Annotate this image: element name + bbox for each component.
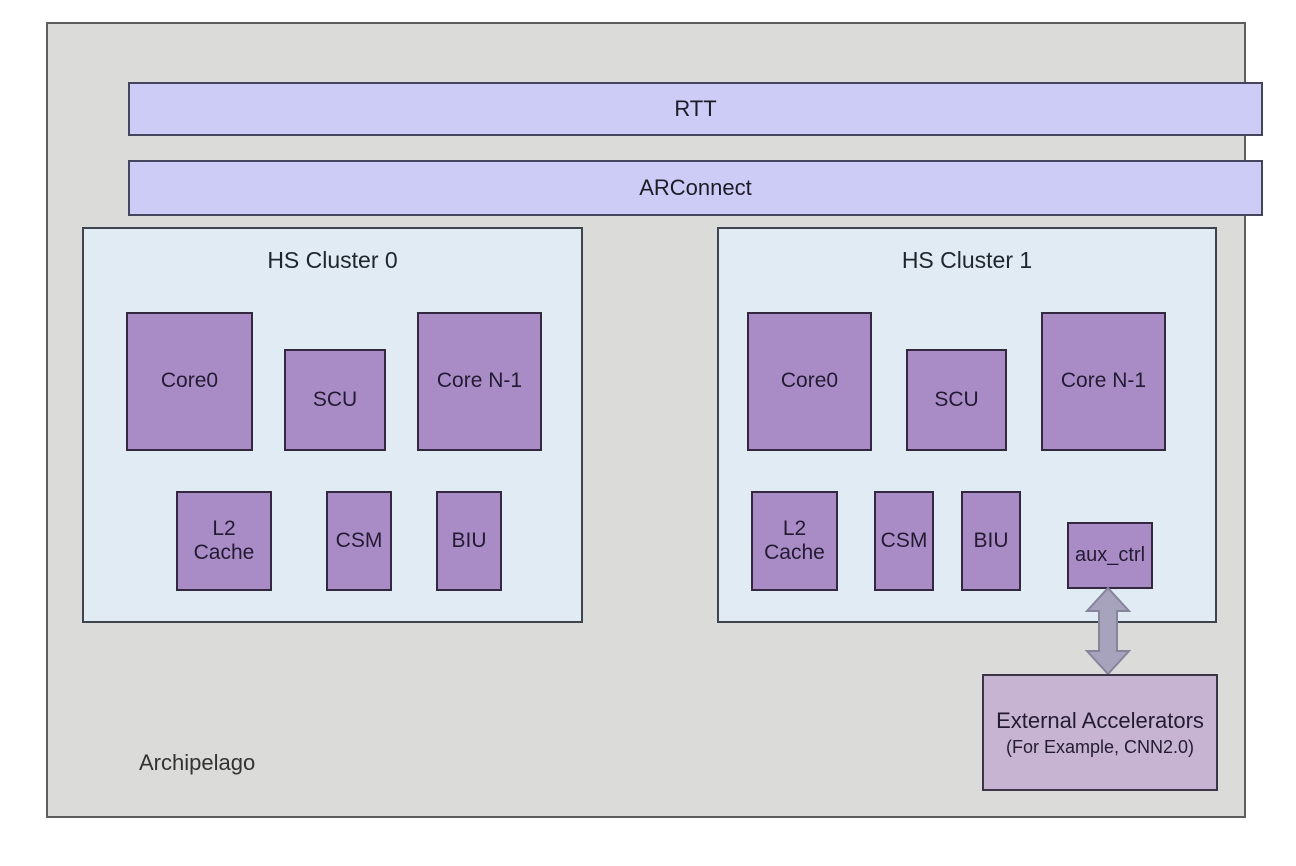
cluster0-biu-block: BIU [436, 491, 502, 591]
cluster1-l2-cache-block: L2 Cache [751, 491, 838, 591]
cluster0-csm-label: CSM [335, 528, 383, 552]
cluster0-scu-label: SCU [312, 387, 358, 411]
bidirectional-arrow-icon [1083, 586, 1133, 676]
cluster0-core-n-1-label: Core N-1 [436, 369, 523, 393]
cluster1-scu-block: SCU [906, 349, 1007, 451]
external-accelerators-title: External Accelerators [996, 707, 1204, 733]
rtt-bus: RTT [128, 82, 1263, 136]
cluster0-csm-block: CSM [326, 491, 392, 591]
hs-cluster-1-title: HS Cluster 1 [901, 247, 1033, 273]
cluster0-l2-cache-block: L2 Cache [176, 491, 272, 591]
l2-line2: Cache [764, 541, 825, 564]
arconnect-bus: ARConnect [128, 160, 1263, 216]
cluster1-biu-label: BIU [973, 528, 1009, 552]
arconnect-bus-label: ARConnect [639, 175, 752, 200]
cluster0-biu-label: BIU [451, 528, 487, 552]
cluster0-l2-cache-label: L2 Cache [194, 517, 255, 565]
cluster0-core-n-1-block: Core N-1 [417, 312, 542, 451]
hs-cluster-0-title: HS Cluster 0 [267, 247, 398, 273]
double-arrow-svg [1084, 586, 1132, 676]
cluster1-csm-label: CSM [880, 528, 928, 552]
rtt-bus-label: RTT [674, 96, 717, 121]
cluster0-core0-label: Core0 [160, 369, 219, 393]
cluster1-core-n-1-block: Core N-1 [1041, 312, 1166, 451]
external-accelerators-block: External Accelerators (For Example, CNN2… [982, 674, 1218, 791]
archipelago-label: Archipelago [139, 750, 256, 775]
cluster1-aux-ctrl-label: aux_ctrl [1074, 544, 1146, 566]
l2-line2: Cache [193, 541, 255, 564]
external-accelerators-subtitle: (For Example, CNN2.0) [1005, 736, 1195, 757]
hs-cluster-0: HS Cluster 0 Core0 SCU Core N-1 L2 Cache… [82, 227, 583, 623]
cluster1-core-n-1-label: Core N-1 [1060, 369, 1147, 393]
cluster1-biu-block: BIU [961, 491, 1021, 591]
cluster0-scu-block: SCU [284, 349, 386, 451]
cluster1-csm-block: CSM [874, 491, 934, 591]
archipelago-container: RTT ARConnect HS Cluster 0 Core0 SCU Cor… [46, 22, 1263, 818]
cluster1-core0-label: Core0 [780, 369, 839, 393]
cluster1-aux-ctrl-block: aux_ctrl [1067, 522, 1153, 589]
l2-line1: L2 [782, 516, 807, 540]
cluster1-scu-label: SCU [934, 387, 979, 411]
l2-line1: L2 [212, 516, 236, 540]
cluster0-core0-block: Core0 [126, 312, 253, 451]
cluster1-l2-cache-label: L2 Cache [764, 517, 825, 565]
hs-cluster-1: HS Cluster 1 Core0 SCU Core N-1 L2 Cache… [717, 227, 1217, 623]
cluster1-core0-block: Core0 [747, 312, 872, 451]
